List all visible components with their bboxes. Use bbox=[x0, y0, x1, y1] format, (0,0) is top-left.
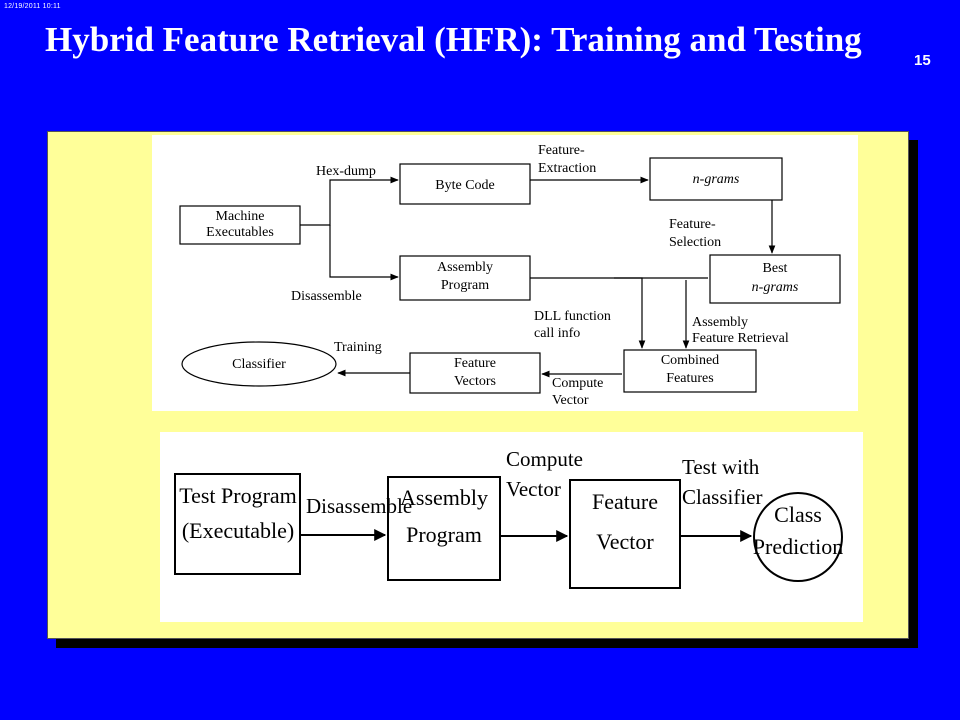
feature-vector-label-1: Feature bbox=[592, 489, 658, 514]
combined-features-label-2: Features bbox=[666, 371, 713, 386]
edge-dll-function bbox=[614, 277, 646, 349]
test-with-classifier-label-2: Classifier bbox=[682, 485, 762, 509]
ngrams-label: n-grams bbox=[693, 172, 740, 187]
dll-function-label-1: DLL function bbox=[534, 309, 611, 324]
machine-executables-label-1: Machine bbox=[216, 209, 265, 224]
feature-extraction-label-1: Feature- bbox=[538, 143, 585, 158]
best-ngrams-label-2: n-grams bbox=[752, 280, 799, 295]
combined-features-label-1: Combined bbox=[661, 353, 719, 368]
feature-selection-label-1: Feature- bbox=[669, 217, 716, 232]
disassemble-label: Disassemble bbox=[291, 289, 362, 304]
machine-executables-label-2: Executables bbox=[206, 225, 274, 240]
dll-function-label-2: call info bbox=[534, 326, 580, 341]
test-compute-vector-label-1: Compute bbox=[506, 447, 583, 471]
ngrams-box bbox=[649, 157, 783, 201]
slide-timestamp: 12/19/2011 10:11 bbox=[4, 3, 61, 10]
class-prediction-circle bbox=[753, 492, 843, 582]
test-program-box bbox=[174, 473, 301, 575]
hex-dump-label: Hex-dump bbox=[316, 164, 376, 179]
compute-vector-label-2: Vector bbox=[552, 393, 589, 408]
test-compute-vector-label-2: Vector bbox=[506, 477, 561, 501]
compute-vector-label-1: Compute bbox=[552, 376, 603, 391]
testing-diagram: Test Program (Executable) Assembly Progr… bbox=[160, 432, 863, 622]
combined-features-box bbox=[623, 349, 757, 393]
assembly-retrieval-label-1: Assembly bbox=[692, 315, 748, 330]
assembly-program-label-2: Program bbox=[441, 278, 489, 293]
training-diagram: Machine Executables Byte Code n-grams As… bbox=[152, 135, 858, 411]
class-prediction-label-2: Prediction bbox=[753, 534, 843, 559]
assembly-retrieval-label-2: Feature Retrieval bbox=[692, 331, 789, 346]
training-label: Training bbox=[334, 340, 382, 355]
byte-code-label: Byte Code bbox=[435, 178, 495, 193]
feature-vector-label-2: Vector bbox=[596, 529, 654, 554]
test-disassemble-label: Disassemble bbox=[306, 494, 412, 518]
byte-code-box bbox=[399, 163, 531, 205]
classifier-ellipse bbox=[181, 341, 337, 387]
feature-selection-label-2: Selection bbox=[669, 235, 721, 250]
best-ngrams-label-1: Best bbox=[763, 261, 788, 276]
assembly-program-box-test bbox=[387, 476, 501, 581]
feature-vector-box bbox=[569, 479, 681, 589]
best-ngrams-box bbox=[709, 254, 841, 304]
classifier-label: Classifier bbox=[232, 357, 286, 372]
training-diagram-svg: Machine Executables Byte Code n-grams As… bbox=[179, 143, 841, 408]
test-program-label-1: Test Program bbox=[179, 483, 297, 508]
testing-diagram-svg: Test Program (Executable) Assembly Progr… bbox=[174, 447, 843, 589]
feature-vectors-label-1: Feature bbox=[454, 356, 496, 371]
class-prediction-label-1: Class bbox=[774, 502, 822, 527]
assembly-program-label-1: Assembly bbox=[437, 260, 493, 275]
test-assembly-label-2: Program bbox=[406, 522, 482, 547]
page-number: 15 bbox=[914, 52, 931, 69]
edge-hexdump bbox=[300, 176, 399, 226]
feature-vectors-label-2: Vectors bbox=[454, 374, 496, 389]
test-program-label-2: (Executable) bbox=[182, 518, 294, 543]
feature-extraction-label-2: Extraction bbox=[538, 161, 596, 176]
test-with-classifier-label-1: Test with bbox=[682, 455, 760, 479]
slide-title: Hybrid Feature Retrieval (HFR): Training… bbox=[45, 20, 862, 59]
edge-disassemble bbox=[329, 225, 399, 281]
test-assembly-label-1: Assembly bbox=[400, 485, 488, 510]
